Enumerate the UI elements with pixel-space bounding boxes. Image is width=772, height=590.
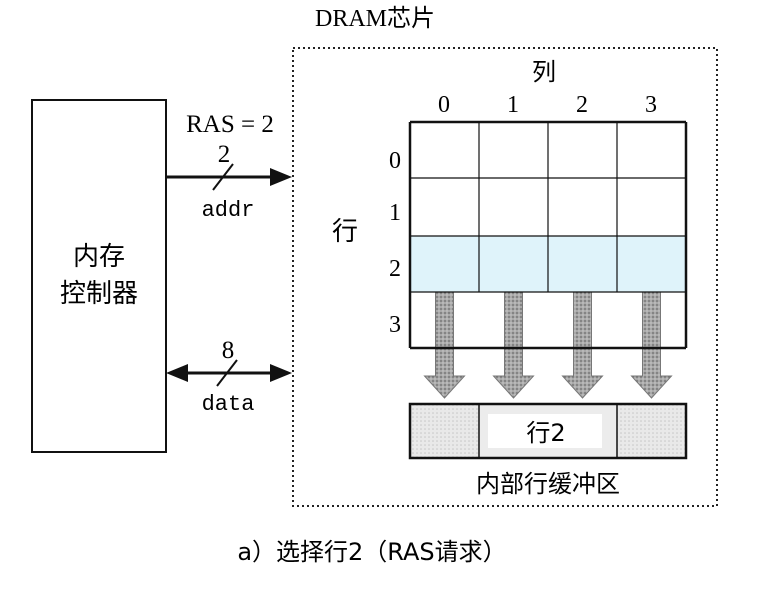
- row-transfer-arrows: [423, 291, 673, 399]
- data-bus-width: 8: [222, 337, 235, 364]
- down-arrow: [492, 291, 535, 399]
- row-header-label: 行: [332, 217, 358, 247]
- data-bus-name: data: [202, 392, 255, 417]
- down-arrow: [423, 291, 466, 399]
- down-arrow: [561, 291, 604, 399]
- addr-bus-name: addr: [202, 198, 255, 223]
- row-label: 2: [389, 256, 401, 282]
- dram-chip-boundary: [292, 47, 718, 507]
- chip-title: DRAM芯片: [315, 5, 435, 32]
- column-header-label: 列: [532, 58, 556, 86]
- controller-label-line2: 控制器: [60, 279, 138, 309]
- buffer-cell: [410, 404, 479, 458]
- controller-label-line1: 内存: [73, 242, 125, 272]
- addr-bus-arrowhead: [270, 168, 292, 186]
- column-label: 0: [438, 92, 450, 118]
- internal-row-buffer: 行2: [408, 402, 688, 460]
- buffer-cell-label: 行2: [526, 419, 565, 447]
- dram-cell-array: [408, 120, 688, 350]
- addr-bus-width: 2: [218, 141, 231, 168]
- row-label: 3: [389, 312, 401, 338]
- column-labels: 0 1 2 3: [438, 92, 657, 118]
- buffer-cell: [617, 404, 686, 458]
- addr-bus-width-slash: [212, 163, 234, 191]
- buffer-outline: [408, 402, 688, 460]
- row-labels: 0 1 2 3: [389, 148, 401, 338]
- column-label: 3: [645, 92, 657, 118]
- buffer-label: 内部行缓冲区: [476, 470, 620, 498]
- ras-signal-label: RAS = 2: [186, 111, 274, 138]
- row-label: 0: [389, 148, 401, 174]
- data-bus-width-slash: [216, 359, 238, 387]
- data-bus-arrowhead-left: [166, 364, 188, 382]
- down-arrow: [630, 291, 673, 399]
- column-label: 1: [507, 92, 519, 118]
- data-bus-arrowhead-right: [270, 364, 292, 382]
- figure-caption: a）选择行2（RAS请求）: [237, 538, 506, 566]
- memory-controller-box: [31, 99, 167, 453]
- column-label: 2: [576, 92, 588, 118]
- buffer-label-box: [488, 414, 602, 448]
- row-label: 1: [389, 200, 401, 226]
